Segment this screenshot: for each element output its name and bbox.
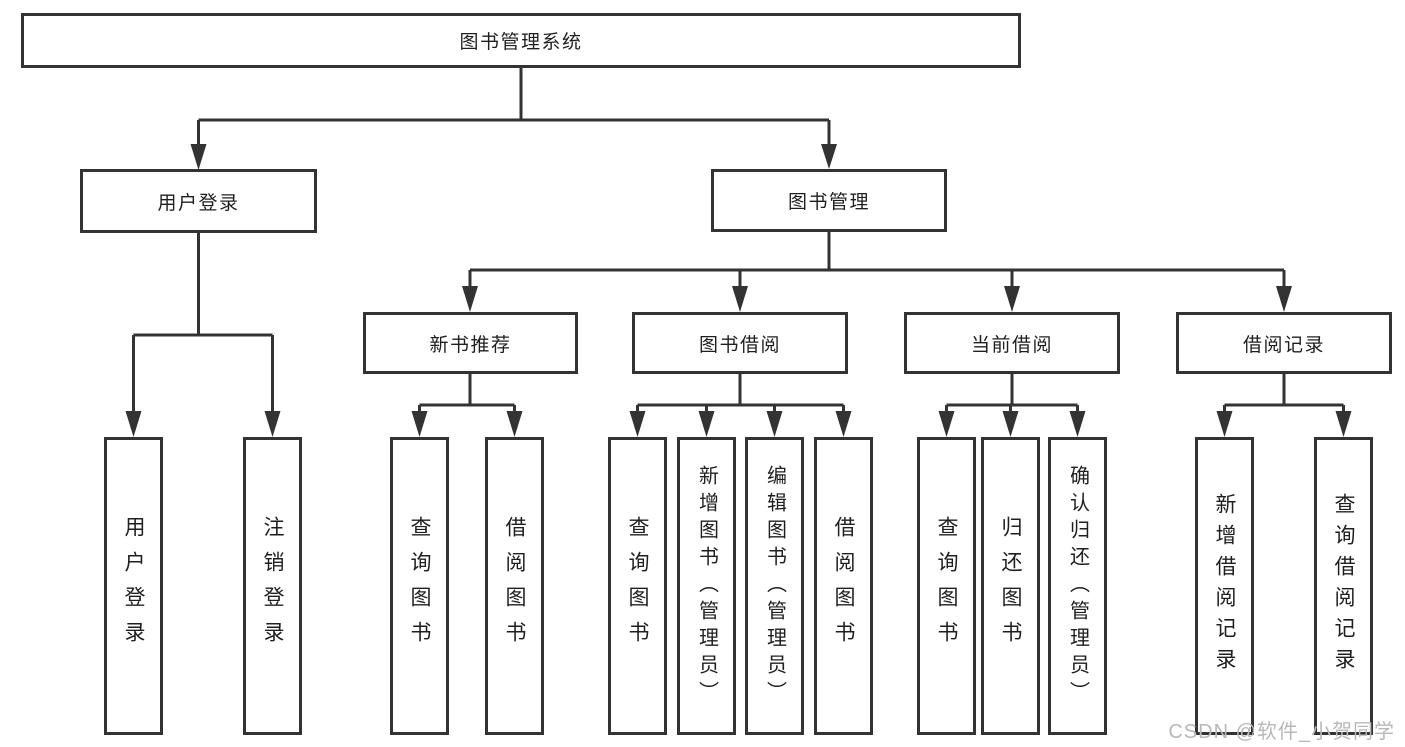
leaf-edit-book-admin: 编辑图书（管理员） bbox=[745, 437, 804, 735]
leaf-user-login-label: 用户登录 bbox=[122, 516, 145, 656]
leaf-add-borrow-record: 新增借阅记录 bbox=[1195, 437, 1254, 735]
leaf-confirm-return-admin-label: 确认归还（管理员） bbox=[1066, 464, 1089, 708]
node-borrow-records: 借阅记录 bbox=[1176, 312, 1392, 374]
leaf-query-books-current-label: 查询图书 bbox=[935, 516, 958, 656]
node-book-management: 图书管理 bbox=[711, 169, 947, 232]
leaf-add-borrow-record-label: 新增借阅记录 bbox=[1213, 493, 1236, 679]
leaf-borrow-books-label: 借阅图书 bbox=[832, 516, 855, 656]
leaf-borrow-books-recommend-label: 借阅图书 bbox=[503, 516, 526, 656]
leaf-return-book-label: 归还图书 bbox=[999, 516, 1022, 656]
leaf-logout-label: 注销登录 bbox=[261, 516, 284, 656]
leaf-confirm-return-admin: 确认归还（管理员） bbox=[1048, 437, 1107, 735]
node-library-system: 图书管理系统 bbox=[21, 13, 1021, 68]
leaf-query-books-borrow: 查询图书 bbox=[608, 437, 667, 735]
leaf-add-book-admin-label: 新增图书（管理员） bbox=[695, 464, 718, 708]
leaf-borrow-books: 借阅图书 bbox=[814, 437, 873, 735]
leaf-query-books-recommend: 查询图书 bbox=[390, 437, 449, 735]
leaf-add-book-admin: 新增图书（管理员） bbox=[677, 437, 736, 735]
leaf-edit-book-admin-label: 编辑图书（管理员） bbox=[763, 464, 786, 708]
leaf-logout: 注销登录 bbox=[243, 437, 302, 735]
leaf-return-book: 归还图书 bbox=[981, 437, 1040, 735]
node-book-borrow: 图书借阅 bbox=[632, 312, 848, 374]
node-new-book-recommend: 新书推荐 bbox=[363, 312, 578, 374]
leaf-query-borrow-record-label: 查询借阅记录 bbox=[1332, 493, 1355, 679]
leaf-query-books-current: 查询图书 bbox=[917, 437, 976, 735]
leaf-query-books-borrow-label: 查询图书 bbox=[626, 516, 649, 656]
csdn-watermark: CSDN @软件_小贺同学 bbox=[1168, 721, 1395, 743]
node-user-login: 用户登录 bbox=[80, 169, 317, 233]
leaf-query-books-recommend-label: 查询图书 bbox=[408, 516, 431, 656]
leaf-query-borrow-record: 查询借阅记录 bbox=[1314, 437, 1373, 735]
leaf-borrow-books-recommend: 借阅图书 bbox=[485, 437, 544, 735]
node-current-borrow: 当前借阅 bbox=[904, 312, 1120, 374]
leaf-user-login: 用户登录 bbox=[104, 437, 163, 735]
